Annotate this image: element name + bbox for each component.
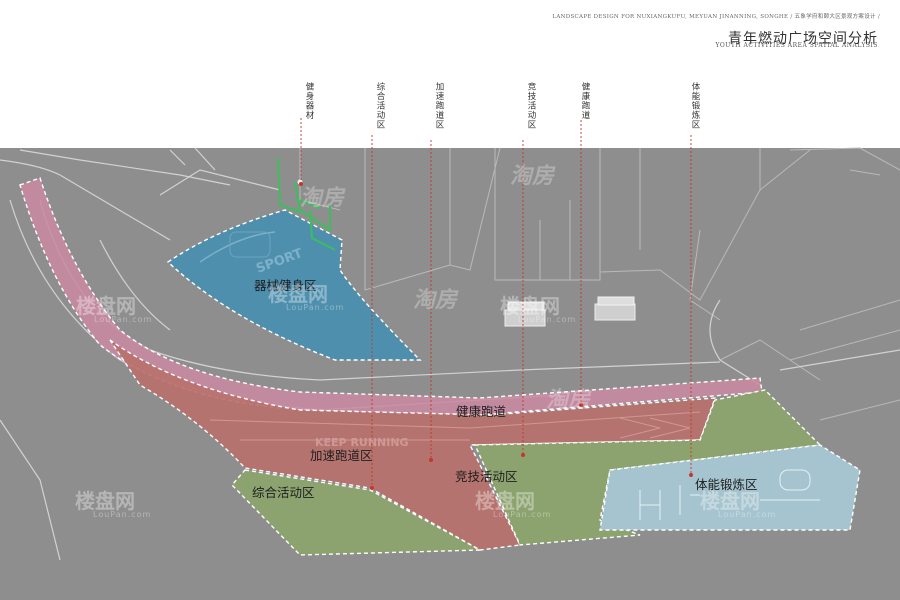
- callout-physical-training: 体能锻炼区: [690, 82, 700, 130]
- keep-running-ground-text: KEEP RUNNING: [315, 436, 409, 449]
- general-activity-label: 综合活动区: [252, 485, 315, 500]
- fitness-equipment-label: 器械健身区: [254, 278, 317, 293]
- general-activity-zone: [231, 469, 483, 556]
- sprint-track-zone: [109, 339, 717, 551]
- fitness-equipment-zone: [166, 209, 422, 361]
- fitness-equipment-frames: [277, 157, 336, 251]
- sprint-lane-lines: [209, 411, 701, 441]
- project-line: LANDSCAPE DESIGN FOR NUXIANGKUFU, MEYUAN…: [552, 14, 880, 20]
- callout-competition: 竞技活动区: [526, 82, 536, 130]
- callout-leader-lines: [300, 118, 692, 488]
- sprint-track-label: 加速跑道区: [310, 448, 373, 463]
- callout-leader-dots: [299, 182, 693, 490]
- running-track-zone: [19, 177, 763, 416]
- callout-sprint-track: 加速跑道区: [434, 82, 444, 130]
- competition-zone: [473, 389, 822, 546]
- competition-label: 竞技活动区: [455, 469, 518, 484]
- kiosk-structures: [504, 296, 636, 327]
- running-track-label: 健康跑道: [456, 404, 507, 419]
- physical-training-zone: [599, 444, 861, 531]
- page-subtitle: YOUTH ACTIVITIES AREA SPATIAL ANALYSIS: [715, 42, 878, 49]
- physical-training-label: 体能锻炼区: [695, 477, 758, 492]
- page-title: 青年燃动广场空间分析: [728, 31, 878, 47]
- building-outlines: [299, 147, 900, 421]
- callout-running-track: 健康跑道: [580, 82, 590, 120]
- callout-general-activity: 综合活动区: [375, 82, 385, 130]
- training-equipment-marks: [639, 469, 820, 520]
- callout-fitness-equipment: 健身器材: [304, 82, 314, 120]
